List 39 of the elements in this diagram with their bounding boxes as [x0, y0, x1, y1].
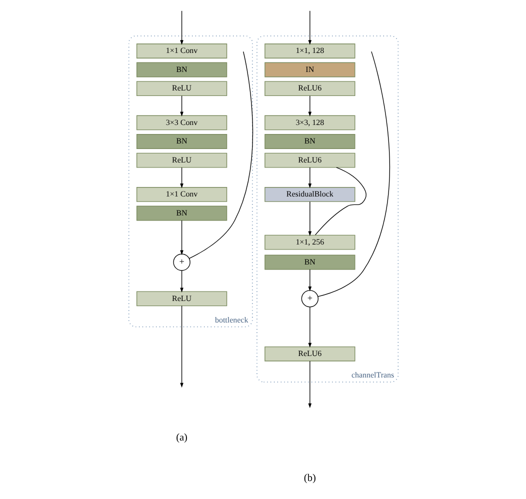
connector	[188, 51, 253, 259]
node-box: 1×1 Conv	[136, 44, 227, 58]
arrow	[308, 167, 312, 188]
node-box: ReLU	[136, 81, 227, 96]
connector	[314, 167, 366, 236]
arrow	[308, 360, 312, 408]
node-box: IN	[264, 62, 355, 78]
arrow	[180, 10, 183, 45]
arrow	[180, 270, 183, 293]
node-box: 1×1, 128	[264, 44, 355, 58]
node-box: ReLU6	[264, 346, 355, 362]
connector	[317, 51, 390, 297]
arrow	[180, 306, 183, 388]
arrow	[308, 10, 312, 45]
node-box: BN	[264, 254, 355, 270]
node-box: ReLU	[136, 291, 227, 306]
arrow	[308, 95, 312, 117]
node-box: 3×3, 128	[264, 115, 355, 130]
arrow	[180, 220, 183, 255]
arrow	[180, 167, 183, 188]
node-box: 1×1, 256	[264, 234, 355, 250]
node-box: ReLU6	[264, 81, 355, 96]
label: (a)	[176, 432, 187, 444]
node-box: BN	[136, 206, 227, 221]
node-box: ResidualBlock	[264, 187, 355, 202]
node-box: ReLU	[136, 152, 227, 168]
node-box: BN	[264, 134, 355, 149]
node-box: ReLU6	[264, 152, 355, 168]
node-circle: +	[172, 254, 190, 271]
arrow	[180, 95, 183, 117]
arrow	[308, 201, 312, 236]
node-box: 1×1 Conv	[136, 187, 227, 202]
label: (b)	[303, 472, 316, 484]
node-circle: +	[300, 290, 318, 308]
node-box: BN	[136, 134, 227, 149]
node-box: BN	[136, 62, 227, 78]
arrow	[308, 269, 312, 292]
arrow	[308, 306, 312, 348]
node-box: 3×3 Conv	[136, 115, 227, 130]
